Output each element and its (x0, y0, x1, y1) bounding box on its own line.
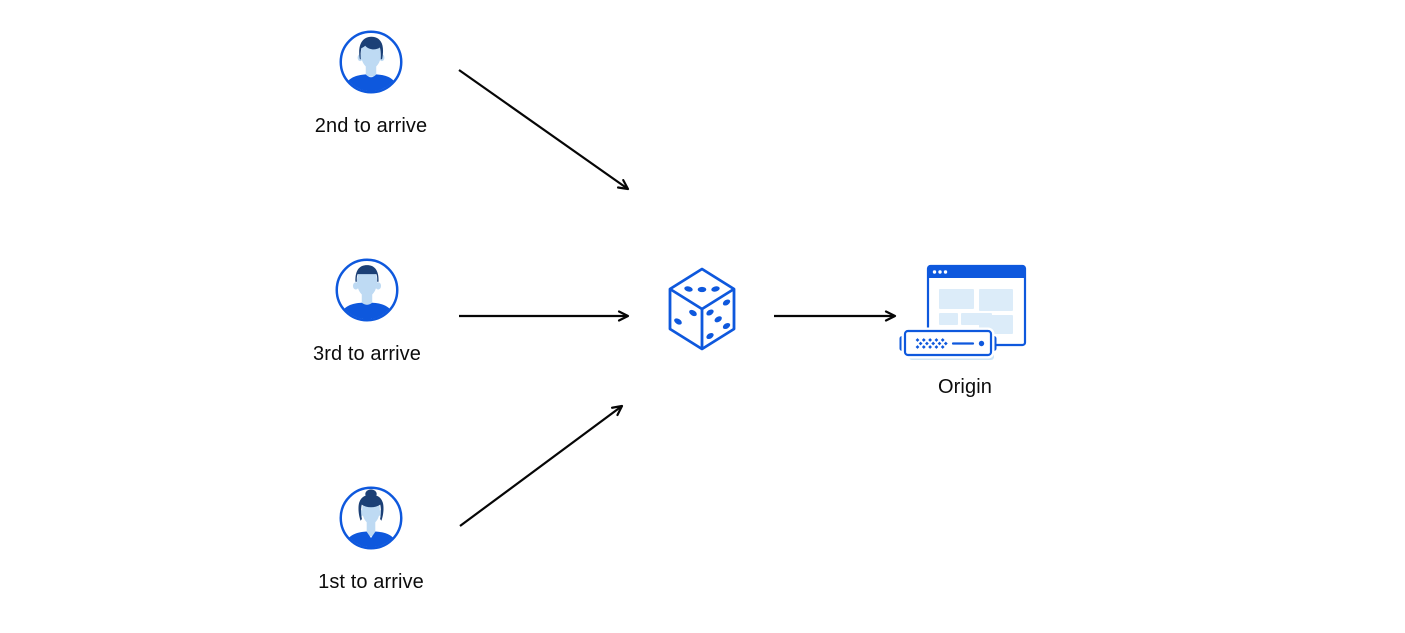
client-label-2nd: 2nd to arrive (314, 115, 428, 137)
arrow-client2-to-dice (458, 69, 630, 191)
male-avatar-icon (338, 29, 404, 95)
female-avatar-icon (338, 485, 404, 551)
origin-server-icon (895, 256, 1035, 368)
client-node-3rd-to-arrive: 3rd to arrive (297, 257, 437, 366)
arrow-client1-to-dice (459, 404, 624, 527)
client-label-1st: 1st to arrive (318, 571, 424, 593)
client-node-2nd-to-arrive: 2nd to arrive (301, 29, 441, 138)
male-avatar-icon (334, 257, 400, 323)
client-label-3rd: 3rd to arrive (312, 343, 421, 365)
origin-label: Origin (938, 376, 992, 398)
random-selector-node (667, 266, 737, 352)
dice-icon (667, 266, 737, 352)
client-node-1st-to-arrive: 1st to arrive (301, 485, 441, 594)
origin-node: Origin (895, 256, 1035, 399)
